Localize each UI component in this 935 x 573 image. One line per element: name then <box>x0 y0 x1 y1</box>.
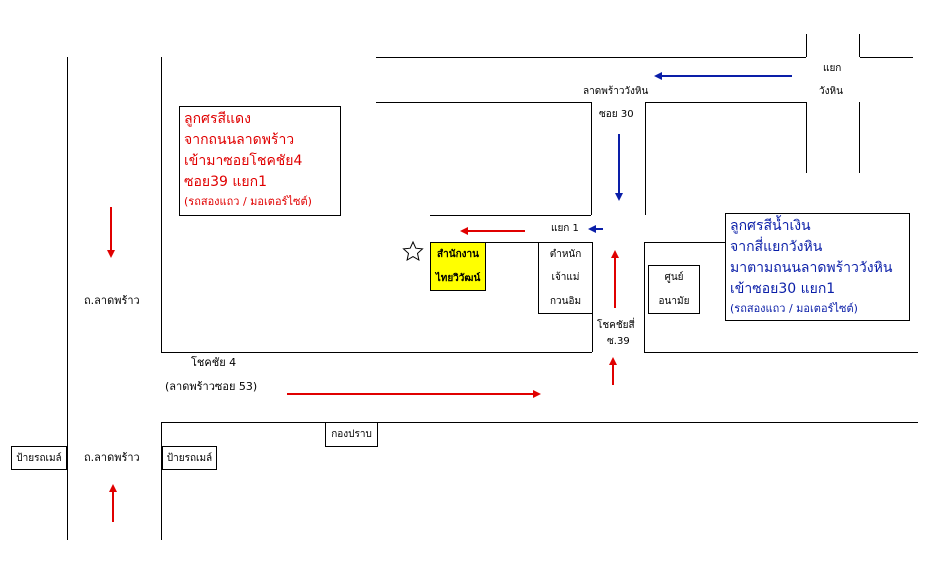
road-lines <box>67 34 918 540</box>
red-route-line4: ซอย39 แยก1 <box>184 174 267 190</box>
junction-label-wang-hin: วังหิน <box>819 86 843 97</box>
road-label-lat-phrao-wang-hin: ลาดพร้าววังหิน <box>583 86 649 97</box>
landmark-health-center: ศูนย์ อนามัย <box>648 265 700 314</box>
red-arrows <box>107 207 619 522</box>
red-route-line3: เข้ามาซอยโชคชัย4 <box>184 153 303 169</box>
red-route-note: ลูกศรสีแดง จากถนนลาดพร้าว เข้ามาซอยโชคชั… <box>179 106 341 216</box>
red-route-line2: จากถนนลาดพร้าว <box>184 132 295 148</box>
road-label-chok-chai-si: โชคชัยสี่ <box>597 320 635 331</box>
office-label-line1: สำนักงาน <box>437 249 479 261</box>
blue-route-line3: มาตามถนนลาดพร้าววังหิน <box>730 260 893 276</box>
blue-route-line5: (รถสองแถว / มอเตอร์ไซต์) <box>730 302 858 315</box>
blue-route-line4: เข้าซอย30 แยก1 <box>730 281 836 297</box>
road-label-lat-phrao-upper: ถ.ลาดพร้าว <box>84 294 140 307</box>
bus-stop-right: ป้ายรถเมล์ <box>162 446 217 470</box>
road-label-yaek-1: แยก 1 <box>551 223 579 234</box>
red-route-line5: (รถสองแถว / มอเตอร์ไซต์) <box>184 195 312 208</box>
landmark-kong-prab: กองปราบ <box>325 422 378 447</box>
health-center-label-line1: ศูนย์ <box>664 272 684 284</box>
road-label-lat-phrao-soi-53: (ลาดพร้าวซอย 53) <box>165 380 258 393</box>
office-thai-wiwat: สำนักงาน ไทยวิวัฒน์ <box>430 242 486 291</box>
office-label-line2: ไทยวิวัฒน์ <box>435 272 481 284</box>
road-label-lat-phrao-lower: ถ.ลาดพร้าว <box>84 451 140 464</box>
health-center-label-line2: อนามัย <box>658 295 690 307</box>
blue-route-note: ลูกศรสีน้ำเงิน จากสี่แยกวังหิน มาตามถนนล… <box>725 213 910 321</box>
road-label-chok-chai-4: โชคชัย 4 <box>191 356 237 369</box>
blue-route-line1: ลูกศรสีน้ำเงิน <box>730 218 811 234</box>
bus-stop-left: ป้ายรถเมล์ <box>11 446 67 470</box>
junction-label-yaek: แยก <box>823 63 842 74</box>
road-label-soi-30: ซอย 30 <box>599 109 634 120</box>
blue-arrows <box>588 72 792 233</box>
red-route-line1: ลูกศรสีแดง <box>184 111 251 127</box>
shrine-label-line1: ตำหนัก <box>549 249 582 261</box>
landmark-guan-yin-shrine: ตำหนัก เจ้าแม่ กวนอิม <box>538 242 593 314</box>
blue-route-line2: จากสี่แยกวังหิน <box>730 239 823 255</box>
shrine-label-line2: เจ้าแม่ <box>551 272 580 284</box>
shrine-label-line3: กวนอิม <box>549 295 582 307</box>
star-icon <box>402 240 424 261</box>
road-label-soi-39: ซ.39 <box>607 336 630 347</box>
